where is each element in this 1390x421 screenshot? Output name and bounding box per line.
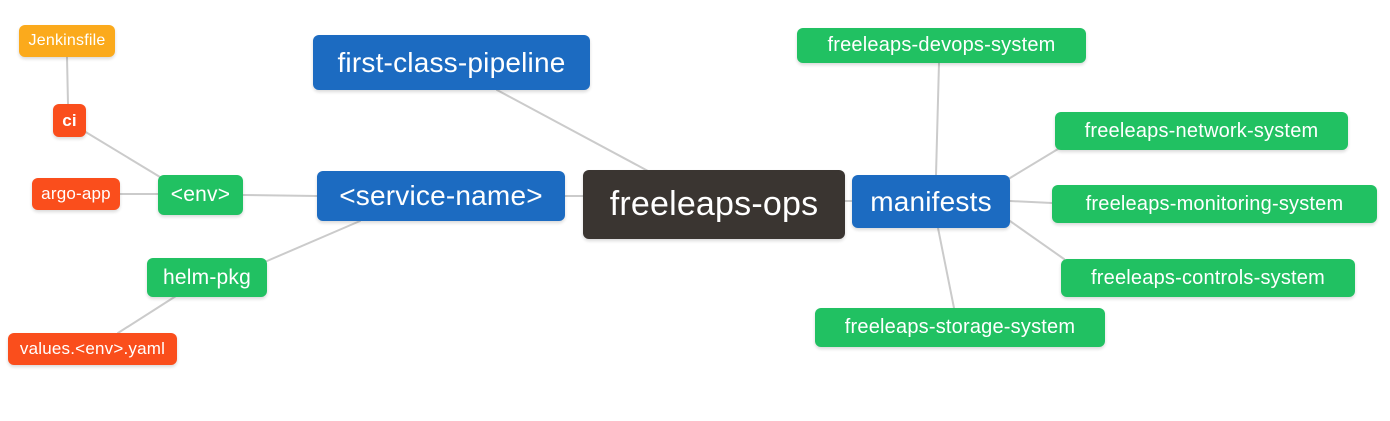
mindmap-node-storage-system[interactable]: freeleaps-storage-system [815,308,1105,347]
mindmap-node-manifests[interactable]: manifests [852,175,1010,228]
mindmap-node-ci[interactable]: ci [53,104,86,137]
node-label-controls-system: freeleaps-controls-system [1091,266,1325,289]
edge-env-to-service-name [242,194,318,197]
mindmap-node-argo-app[interactable]: argo-app [32,178,120,210]
node-label-storage-system: freeleaps-storage-system [844,316,1076,338]
mindmap-node-service-name[interactable]: <service-name> [317,171,565,221]
edge-helm-pkg-to-service-name [266,220,361,262]
mindmap-node-freeleaps-ops[interactable]: freeleaps-ops [583,170,845,239]
edge-jenkinsfile-to-ci [66,56,69,105]
mindmap-node-devops-system[interactable]: freeleaps-devops-system [797,28,1086,63]
node-label-network-system: freeleaps-network-system [1084,119,1319,142]
mindmap-node-env[interactable]: <env> [158,175,243,215]
node-label-jenkinsfile: Jenkinsfile [28,32,106,49]
edge-values-env-yaml-to-helm-pkg [117,295,177,334]
node-label-first-class-pipeline: first-class-pipeline [337,46,566,78]
mindmap-node-controls-system[interactable]: freeleaps-controls-system [1061,259,1355,297]
edge-first-class-pipeline-to-freeleaps-ops [496,89,649,172]
node-label-helm-pkg: helm-pkg [163,265,251,289]
node-label-argo-app: argo-app [41,184,111,203]
edge-ci-to-env [83,130,161,178]
edge-manifests-to-monitoring-system [1009,200,1053,204]
mindmap-node-jenkinsfile[interactable]: Jenkinsfile [19,25,115,57]
edge-manifests-to-network-system [1009,148,1059,179]
edge-manifests-to-controls-system [1009,220,1065,260]
mindmap-node-first-class-pipeline[interactable]: first-class-pipeline [313,35,590,90]
node-label-env: <env> [170,183,231,206]
mindmap-node-values-env-yaml[interactable]: values.<env>.yaml [8,333,177,365]
node-label-ci: ci [62,110,77,130]
node-label-freeleaps-ops: freeleaps-ops [609,185,819,223]
mindmap-node-monitoring-system[interactable]: freeleaps-monitoring-system [1052,185,1377,223]
mindmap-node-helm-pkg[interactable]: helm-pkg [147,258,267,297]
node-label-service-name: <service-name> [339,180,543,211]
node-label-monitoring-system: freeleaps-monitoring-system [1085,192,1344,215]
node-label-manifests: manifests [870,185,992,217]
edge-manifests-to-devops-system [935,62,940,176]
mindmap-node-network-system[interactable]: freeleaps-network-system [1055,112,1348,150]
node-label-devops-system: freeleaps-devops-system [827,34,1056,56]
node-label-values-env-yaml: values.<env>.yaml [19,339,166,358]
edge-manifests-to-storage-system [937,227,955,309]
